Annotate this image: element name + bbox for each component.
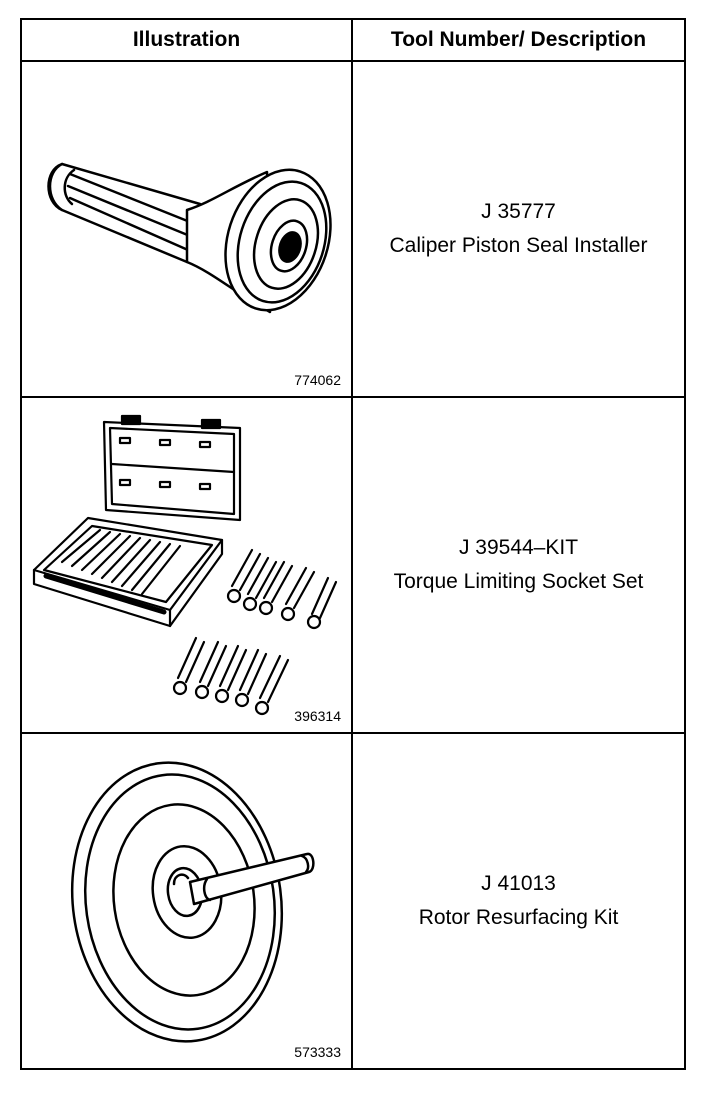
table-row: 573333 J 41013 Rotor Resurfacing Kit xyxy=(20,732,686,1070)
torque-socket-set-icon xyxy=(32,414,338,716)
description-cell: J 39544–KIT Torque Limiting Socket Set xyxy=(351,396,686,734)
table-row: 774062 J 35777 Caliper Piston Seal Insta… xyxy=(20,60,686,398)
tool-description: Rotor Resurfacing Kit xyxy=(418,906,619,929)
header-illustration: Illustration xyxy=(20,18,353,62)
caliper-piston-seal-installer-icon xyxy=(47,162,332,314)
header-row: Illustration Tool Number/ Description xyxy=(20,18,686,62)
figure-number: 396314 xyxy=(294,708,341,724)
figure-number: 573333 xyxy=(294,1044,341,1060)
tool-table: Illustration Tool Number/ Description xyxy=(20,18,686,1070)
table-row: 396314 J 39544–KIT Torque Limiting Socke… xyxy=(20,396,686,734)
illustration-cell: 573333 xyxy=(20,732,353,1070)
tool-description: Caliper Piston Seal Installer xyxy=(389,234,648,257)
illustration-cell: 396314 xyxy=(20,396,353,734)
description-cell: J 41013 Rotor Resurfacing Kit xyxy=(351,732,686,1070)
tool-number: J 39544–KIT xyxy=(458,536,579,559)
header-description: Tool Number/ Description xyxy=(351,18,686,62)
tool-number: J 35777 xyxy=(481,200,556,223)
tool-description: Torque Limiting Socket Set xyxy=(393,570,644,593)
tool-number: J 41013 xyxy=(481,872,556,895)
figure-number: 774062 xyxy=(294,372,341,388)
description-cell: J 35777 Caliper Piston Seal Installer xyxy=(351,60,686,398)
rotor-resurfacing-kit-icon xyxy=(70,761,315,1043)
illustration-cell: 774062 xyxy=(20,60,353,398)
